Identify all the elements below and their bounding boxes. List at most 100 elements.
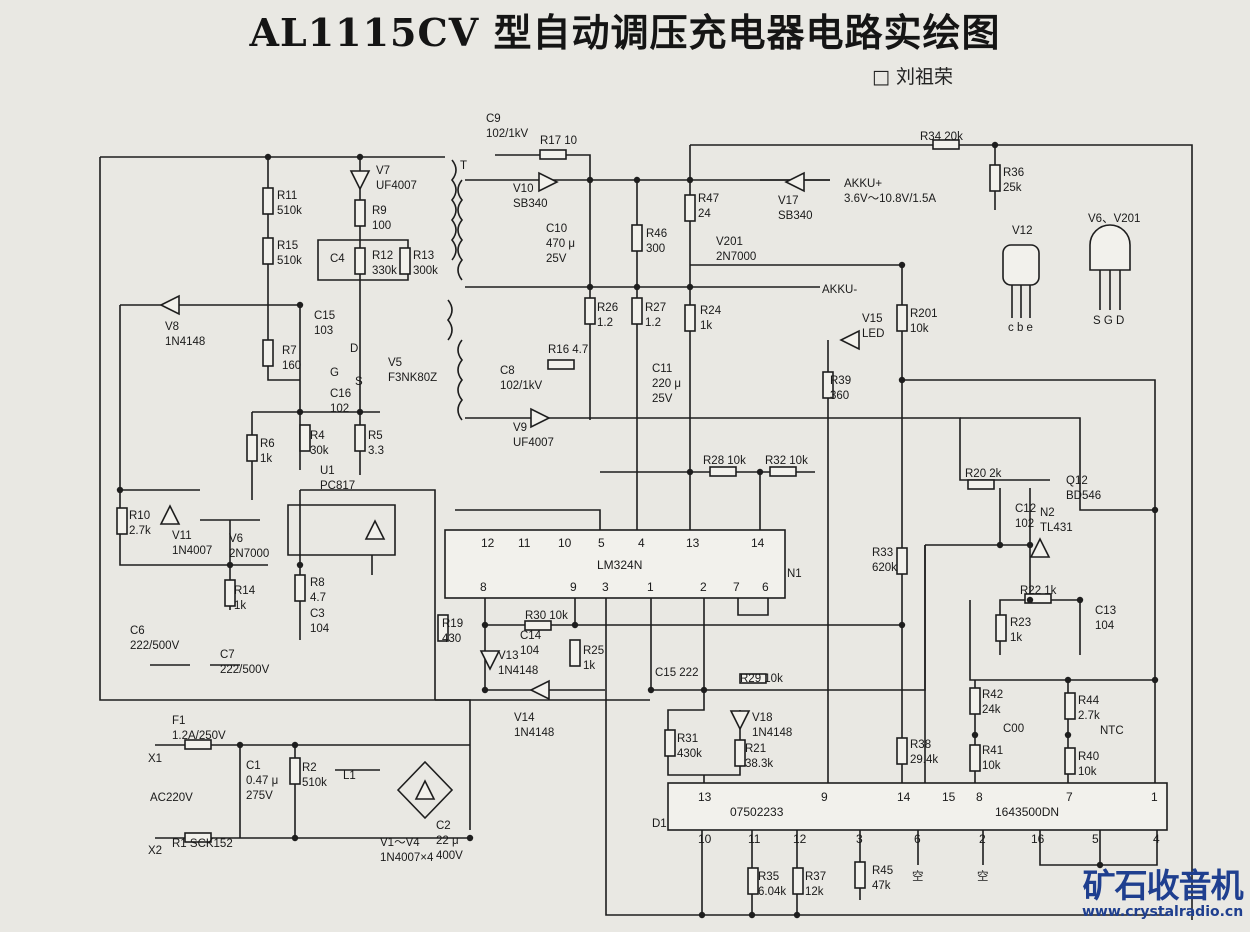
junction-dot: [356, 408, 364, 416]
junction-dot: [291, 741, 299, 749]
label-akku: AKKU+3.6V～10.8V/1.5A: [844, 178, 936, 205]
resistor-body: [1064, 692, 1076, 720]
diode-symbol: [349, 170, 371, 191]
watermark-url: www.crystalradio.cn: [1082, 904, 1244, 920]
junction-dot: [686, 283, 694, 291]
label-d1: D1: [652, 818, 667, 830]
pin-n1-bottom-9: 9: [570, 580, 577, 594]
junction-dot: [264, 153, 272, 161]
pin-d1-bottom-4: 4: [1153, 832, 1160, 846]
pin-n1-bottom-2: 2: [700, 580, 707, 594]
junction-dot: [356, 153, 364, 161]
ic-n1-lm324n: [444, 529, 786, 599]
junction-dot: [686, 176, 694, 184]
junction-dot: [1151, 676, 1159, 684]
junction-dot: [647, 686, 655, 694]
junction-dot: [793, 911, 801, 919]
resistor-body: [896, 304, 908, 332]
junction-dot: [1096, 861, 1104, 869]
pin-n1-top-5: 5: [598, 536, 605, 550]
resistor-body: [1024, 593, 1052, 604]
pin-d1-bottom-2: 2: [979, 832, 986, 846]
diode-symbol: [538, 171, 559, 193]
pin-n1-bottom-8: 8: [480, 580, 487, 594]
transistor-v12-package: [1002, 244, 1040, 286]
resistor-body: [709, 466, 737, 477]
pin-n1-top-13: 13: [686, 536, 700, 550]
label-lm324n: LM324N: [597, 558, 642, 572]
resistor-body: [631, 297, 643, 325]
junction-dot: [586, 283, 594, 291]
pin-n1-top-12: 12: [481, 536, 495, 550]
resistor-body: [539, 149, 567, 160]
resistor-body: [289, 757, 301, 785]
label-d1a: 07502233: [730, 805, 784, 819]
label-c00: C00: [1003, 723, 1024, 735]
resistor-body: [734, 739, 746, 767]
resistor-body: [437, 614, 449, 642]
resistor-body: [854, 861, 866, 889]
label-r16: R16 4.7: [548, 344, 588, 356]
junction-dot: [1076, 596, 1084, 604]
resistor-body: [1064, 747, 1076, 775]
label-cbe: c b e: [1008, 322, 1033, 334]
junction-dot: [226, 561, 234, 569]
diode-symbol: [159, 294, 180, 316]
pin-n1-top-11: 11: [518, 536, 531, 550]
resistor-body: [262, 237, 274, 265]
resistor-body: [354, 199, 366, 227]
label-r34: R34 20k: [920, 131, 963, 143]
resistor-body: [547, 359, 575, 370]
resistor-body: [294, 574, 306, 602]
label-v6v201: V6、V201: [1088, 213, 1140, 225]
junction-dot: [898, 261, 906, 269]
label-c4: C4: [330, 253, 345, 265]
pin-d1-bottom-3: 3: [856, 832, 863, 846]
junction-dot: [898, 621, 906, 629]
label-t: T: [460, 160, 467, 172]
resistor-body: [747, 867, 759, 895]
label-r28: R28 10k: [703, 455, 746, 467]
label-v5d: D: [350, 343, 358, 355]
junction-dot: [686, 468, 694, 476]
resistor-body: [664, 729, 676, 757]
transistor-v6-package: [1089, 224, 1131, 271]
resistor-body: [299, 424, 311, 452]
pin-d1-bottom-16: 16: [1031, 832, 1045, 846]
label-d1b: 1643500DN: [995, 805, 1059, 819]
resistor-body: [184, 739, 212, 750]
schematic-title: AL1115CV 型自动调压充电器电路实绘图: [249, 10, 1001, 55]
resistor-body: [224, 579, 236, 607]
resistor-body: [739, 673, 767, 684]
pin-n1-top-4: 4: [638, 536, 645, 550]
diode-symbol: [729, 710, 751, 731]
junction-dot: [633, 176, 641, 184]
junction-dot: [481, 686, 489, 694]
